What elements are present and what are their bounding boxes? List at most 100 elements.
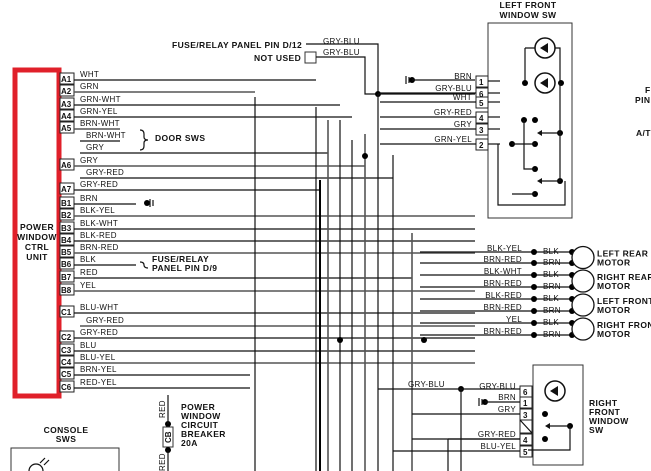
rf-window-sw-title-1: RIGHT — [589, 398, 618, 408]
motor-name-1: LEFT REAR — [597, 249, 648, 259]
breaker-label-1: POWER — [181, 402, 215, 412]
lf-sw-wire-label: GRY — [454, 120, 472, 129]
cu-pin-c3 — [59, 343, 75, 356]
motor-name-2: MOTOR — [597, 329, 630, 339]
gry-blu-label-top1: GRY-BLU — [323, 37, 360, 46]
lf-sw-wire-label: WHT — [453, 93, 472, 102]
console-sws-box — [10, 447, 120, 471]
lf-sw-wire-label: BRN — [454, 72, 472, 81]
cu-pin-label: B2 — [61, 211, 72, 220]
cu-wire-label: BRN-WHT — [86, 131, 126, 140]
rf-sw-pin-label: 5 — [523, 448, 528, 457]
lf-sw-wire-label: GRY-RED — [434, 108, 472, 117]
breaker-label-4: BREAKER — [181, 429, 226, 439]
rf-sw-pin-label: 6 — [523, 388, 528, 397]
rf-sw-wire-label: BLU-YEL — [481, 442, 517, 451]
cu-wire-label: BLU-YEL — [80, 353, 116, 362]
cu-pin-label: C4 — [61, 358, 72, 367]
cu-wire-label: GRN-YEL — [80, 107, 118, 116]
lf-sw-pin-label: 4 — [479, 114, 484, 123]
not-used-connector — [304, 51, 317, 64]
rf-left-wire-label: GRY-BLU — [408, 380, 445, 389]
lf-sw-pin-label: 3 — [479, 126, 484, 135]
cu-pin-label: B6 — [61, 260, 72, 269]
cu-pin-label: A3 — [61, 100, 72, 109]
fuse-relay-d9-line2: PANEL PIN D/9 — [152, 263, 217, 273]
cu-pin-c1 — [59, 305, 75, 318]
console-sws-title-2: SWS — [56, 434, 77, 444]
cu-pin-label: B7 — [61, 273, 72, 282]
cu-wire-label: BLK-RED — [80, 231, 117, 240]
rf-sw-wire-label: GRY — [498, 405, 516, 414]
control-unit-wires: WHTGRNGRN-WHTGRN-YELBRN-WHTBRN-WHTGRYGRY… — [74, 70, 475, 389]
motor-wire-in-label: BRN-RED — [483, 279, 522, 288]
fuse-relay-d9-line1: FUSE/RELAY — [152, 254, 209, 264]
cu-pin-a1 — [59, 72, 75, 85]
motor-icon — [571, 293, 595, 317]
cu-pin-b1 — [59, 196, 75, 209]
fuse-d9-brace — [139, 261, 149, 269]
control-unit-label-3: CTRL — [25, 242, 49, 252]
cu-pin-label: B1 — [61, 199, 72, 208]
control-unit-connector: A1A2A3A4A5A6A7B1B2B3B4B5B6B7B8C1C2C3C4C5… — [59, 72, 75, 393]
rf-window-sw-title-2: FRONT — [589, 407, 621, 417]
breaker-wire-top: RED — [158, 400, 167, 418]
cu-pin-b2 — [59, 208, 75, 221]
cu-wire-label: GRY-RED — [86, 168, 124, 177]
motor-icon — [571, 245, 595, 270]
motor-wire-in-label: BLK-RED — [485, 291, 522, 300]
motor-name-1: LEFT FRONT — [597, 296, 651, 306]
cu-pin-c6 — [59, 380, 75, 393]
cu-wire-label: GRN-WHT — [80, 95, 121, 104]
control-unit-label-4: UNIT — [26, 252, 48, 262]
cu-pin-label: C5 — [61, 370, 72, 379]
cu-wire-label: GRY — [80, 156, 98, 165]
lf-sw-wire-label: GRY-BLU — [435, 84, 472, 93]
motor-wire-in-label: BLK-WHT — [484, 267, 522, 276]
cu-wire-label: BLU-WHT — [80, 303, 119, 312]
motor-wire-in-label: BLK-YEL — [487, 244, 522, 253]
lf-sw-pin-label: 6 — [479, 90, 484, 99]
rf-window-sw-title-3: WINDOW — [589, 416, 629, 426]
not-used-label: NOT USED — [254, 53, 301, 63]
control-unit-highlight — [12, 67, 62, 399]
lf-led-icon-2 — [534, 72, 556, 94]
console-led-icon — [28, 463, 44, 471]
motor-icon — [571, 269, 595, 293]
cu-wire-label: GRY — [86, 143, 104, 152]
fuse-relay-d12-label: FUSE/RELAY PANEL PIN D/12 — [172, 40, 302, 50]
cu-pin-label: A6 — [61, 161, 72, 170]
rf-sw-wire-label: GRY-RED — [478, 430, 516, 439]
rf-sw-wire-label: GRY-BLU — [479, 382, 516, 391]
cu-wire-label: BRN-YEL — [80, 365, 117, 374]
right-edge-pin: PIN — [635, 95, 650, 105]
control-unit-label-1: POWER — [20, 222, 54, 232]
breaker-label-2: WINDOW — [181, 411, 221, 421]
bus-wires — [254, 97, 413, 471]
cu-wire-label: BRN — [80, 194, 98, 203]
cu-pin-b8 — [59, 283, 75, 296]
cu-pin-label: A5 — [61, 124, 72, 133]
breaker-wire-bottom: RED — [158, 453, 167, 471]
cu-wire-label: GRY-RED — [80, 328, 118, 337]
lf-window-sw-title-2: WINDOW SW — [500, 10, 558, 20]
ground-b1-icon — [144, 200, 150, 206]
rf-sw-wire-label: BRN — [498, 393, 516, 402]
cu-pin-label: A7 — [61, 185, 72, 194]
rf-window-sw-box — [532, 364, 584, 466]
cu-pin-a4 — [59, 109, 75, 122]
breaker-id: CB — [164, 431, 173, 443]
cu-pin-label: C2 — [61, 333, 72, 342]
breaker-label-3: CIRCUIT — [181, 420, 219, 430]
motor-wire-in-label: YEL — [506, 315, 522, 324]
motor-icon — [571, 317, 595, 341]
cu-pin-c5 — [59, 367, 75, 380]
cu-pin-c4 — [59, 355, 75, 368]
right-edge-at: A/T — [636, 128, 651, 138]
rf-sw-pin-label: 4 — [523, 436, 528, 445]
control-unit-label-2: WINDOW — [17, 232, 57, 242]
motor-wire-in-label: BRN-RED — [483, 327, 522, 336]
cu-pin-label: A1 — [61, 75, 72, 84]
